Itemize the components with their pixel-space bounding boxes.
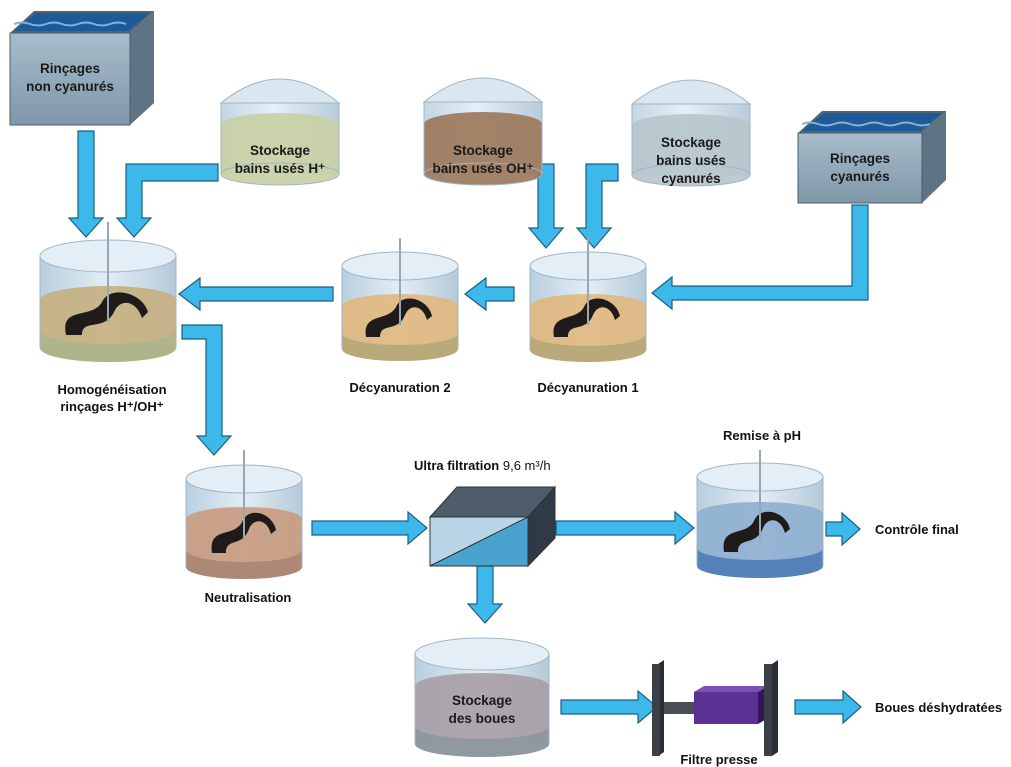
label-decyanuration-1: Décyanuration 1	[537, 380, 638, 395]
tank-decyanuration-1	[529, 238, 647, 362]
arrow-cyanide-silo-to-decyanuration1	[575, 163, 619, 249]
silo-basic-line2: bains usés OH⁺	[433, 161, 534, 176]
flow-arrows	[67, 130, 869, 725]
silo-cyanide: Stockage bains usés cyanurés	[630, 79, 752, 187]
arrow-decyanuration2-to-homogenisation	[178, 276, 334, 312]
silo-acid-line2: bains usés H⁺	[235, 161, 325, 176]
arrow-remise-ph-to-final-control	[825, 511, 861, 547]
tank-remise-ph	[696, 450, 824, 578]
arrow-rinse-to-homogenisation	[67, 130, 105, 238]
label-homogenisation-2: rinçages H⁺/OH⁺	[60, 399, 163, 414]
silo-cyanide-line3: cyanurés	[661, 171, 720, 186]
arrow-filter-press-to-output	[794, 689, 862, 725]
rinse-cyanide-line1: Rinçages	[830, 151, 890, 166]
arrow-acid-silo-to-homogenisation	[115, 163, 219, 238]
silo-cyanide-line2: bains usés	[656, 153, 726, 168]
filter-press	[652, 660, 778, 756]
labels: Homogénéisation rinçages H⁺/OH⁺ Décyanur…	[57, 380, 1002, 767]
arrow-ultrafiltration-to-remise-ph	[555, 510, 695, 546]
sludge-storage-line1: Stockage	[452, 693, 513, 708]
arrow-cyanide-rinse-to-decyanuration1	[651, 204, 869, 311]
label-filter-press: Filtre presse	[680, 752, 757, 767]
label-remise-ph: Remise à pH	[723, 428, 801, 443]
arrow-basic-silo-to-decyanuration1	[527, 163, 565, 249]
arrow-decyanuration1-to-decyanuration2	[464, 276, 515, 312]
rinse-non-cyanide-line1: Rinçages	[40, 61, 100, 76]
silo-acid-line1: Stockage	[250, 143, 311, 158]
rinse-non-cyanide-line2: non cyanurés	[26, 79, 114, 94]
rinse-box-cyanide: Rinçages cyanurés	[797, 111, 946, 204]
tank-homogenisation	[39, 222, 177, 362]
arrow-neutralisation-to-ultrafiltration	[311, 510, 428, 546]
rinse-box-non-cyanide: Rinçages non cyanurés	[9, 11, 154, 126]
silo-basic: Stockage bains usés OH⁺	[422, 77, 544, 186]
label-final-control: Contrôle final	[875, 522, 959, 537]
label-homogenisation-1: Homogénéisation	[57, 382, 166, 397]
sludge-storage-line2: des boues	[449, 711, 516, 726]
tank-decyanuration-2	[341, 238, 459, 361]
label-dewatered-sludge: Boues déshydratées	[875, 700, 1002, 715]
rinse-cyanide-line2: cyanurés	[830, 169, 889, 184]
silo-acid: Stockage bains usés H⁺	[219, 78, 341, 186]
arrow-ultrafiltration-to-sludge	[466, 565, 504, 624]
silo-basic-line1: Stockage	[453, 143, 514, 158]
tank-sludge-storage: Stockage des boues	[414, 637, 550, 757]
arrow-homogenisation-to-neutralisation	[181, 324, 233, 456]
label-neutralisation: Neutralisation	[205, 590, 292, 605]
ultrafiltration-unit	[428, 485, 557, 568]
label-decyanuration-2: Décyanuration 2	[349, 380, 450, 395]
arrow-sludge-to-filter-press	[560, 689, 658, 725]
silo-cyanide-line1: Stockage	[661, 135, 722, 150]
label-ultrafiltration: Ultra filtration 9,6 m³/h	[414, 458, 551, 473]
tank-neutralisation	[185, 450, 303, 579]
